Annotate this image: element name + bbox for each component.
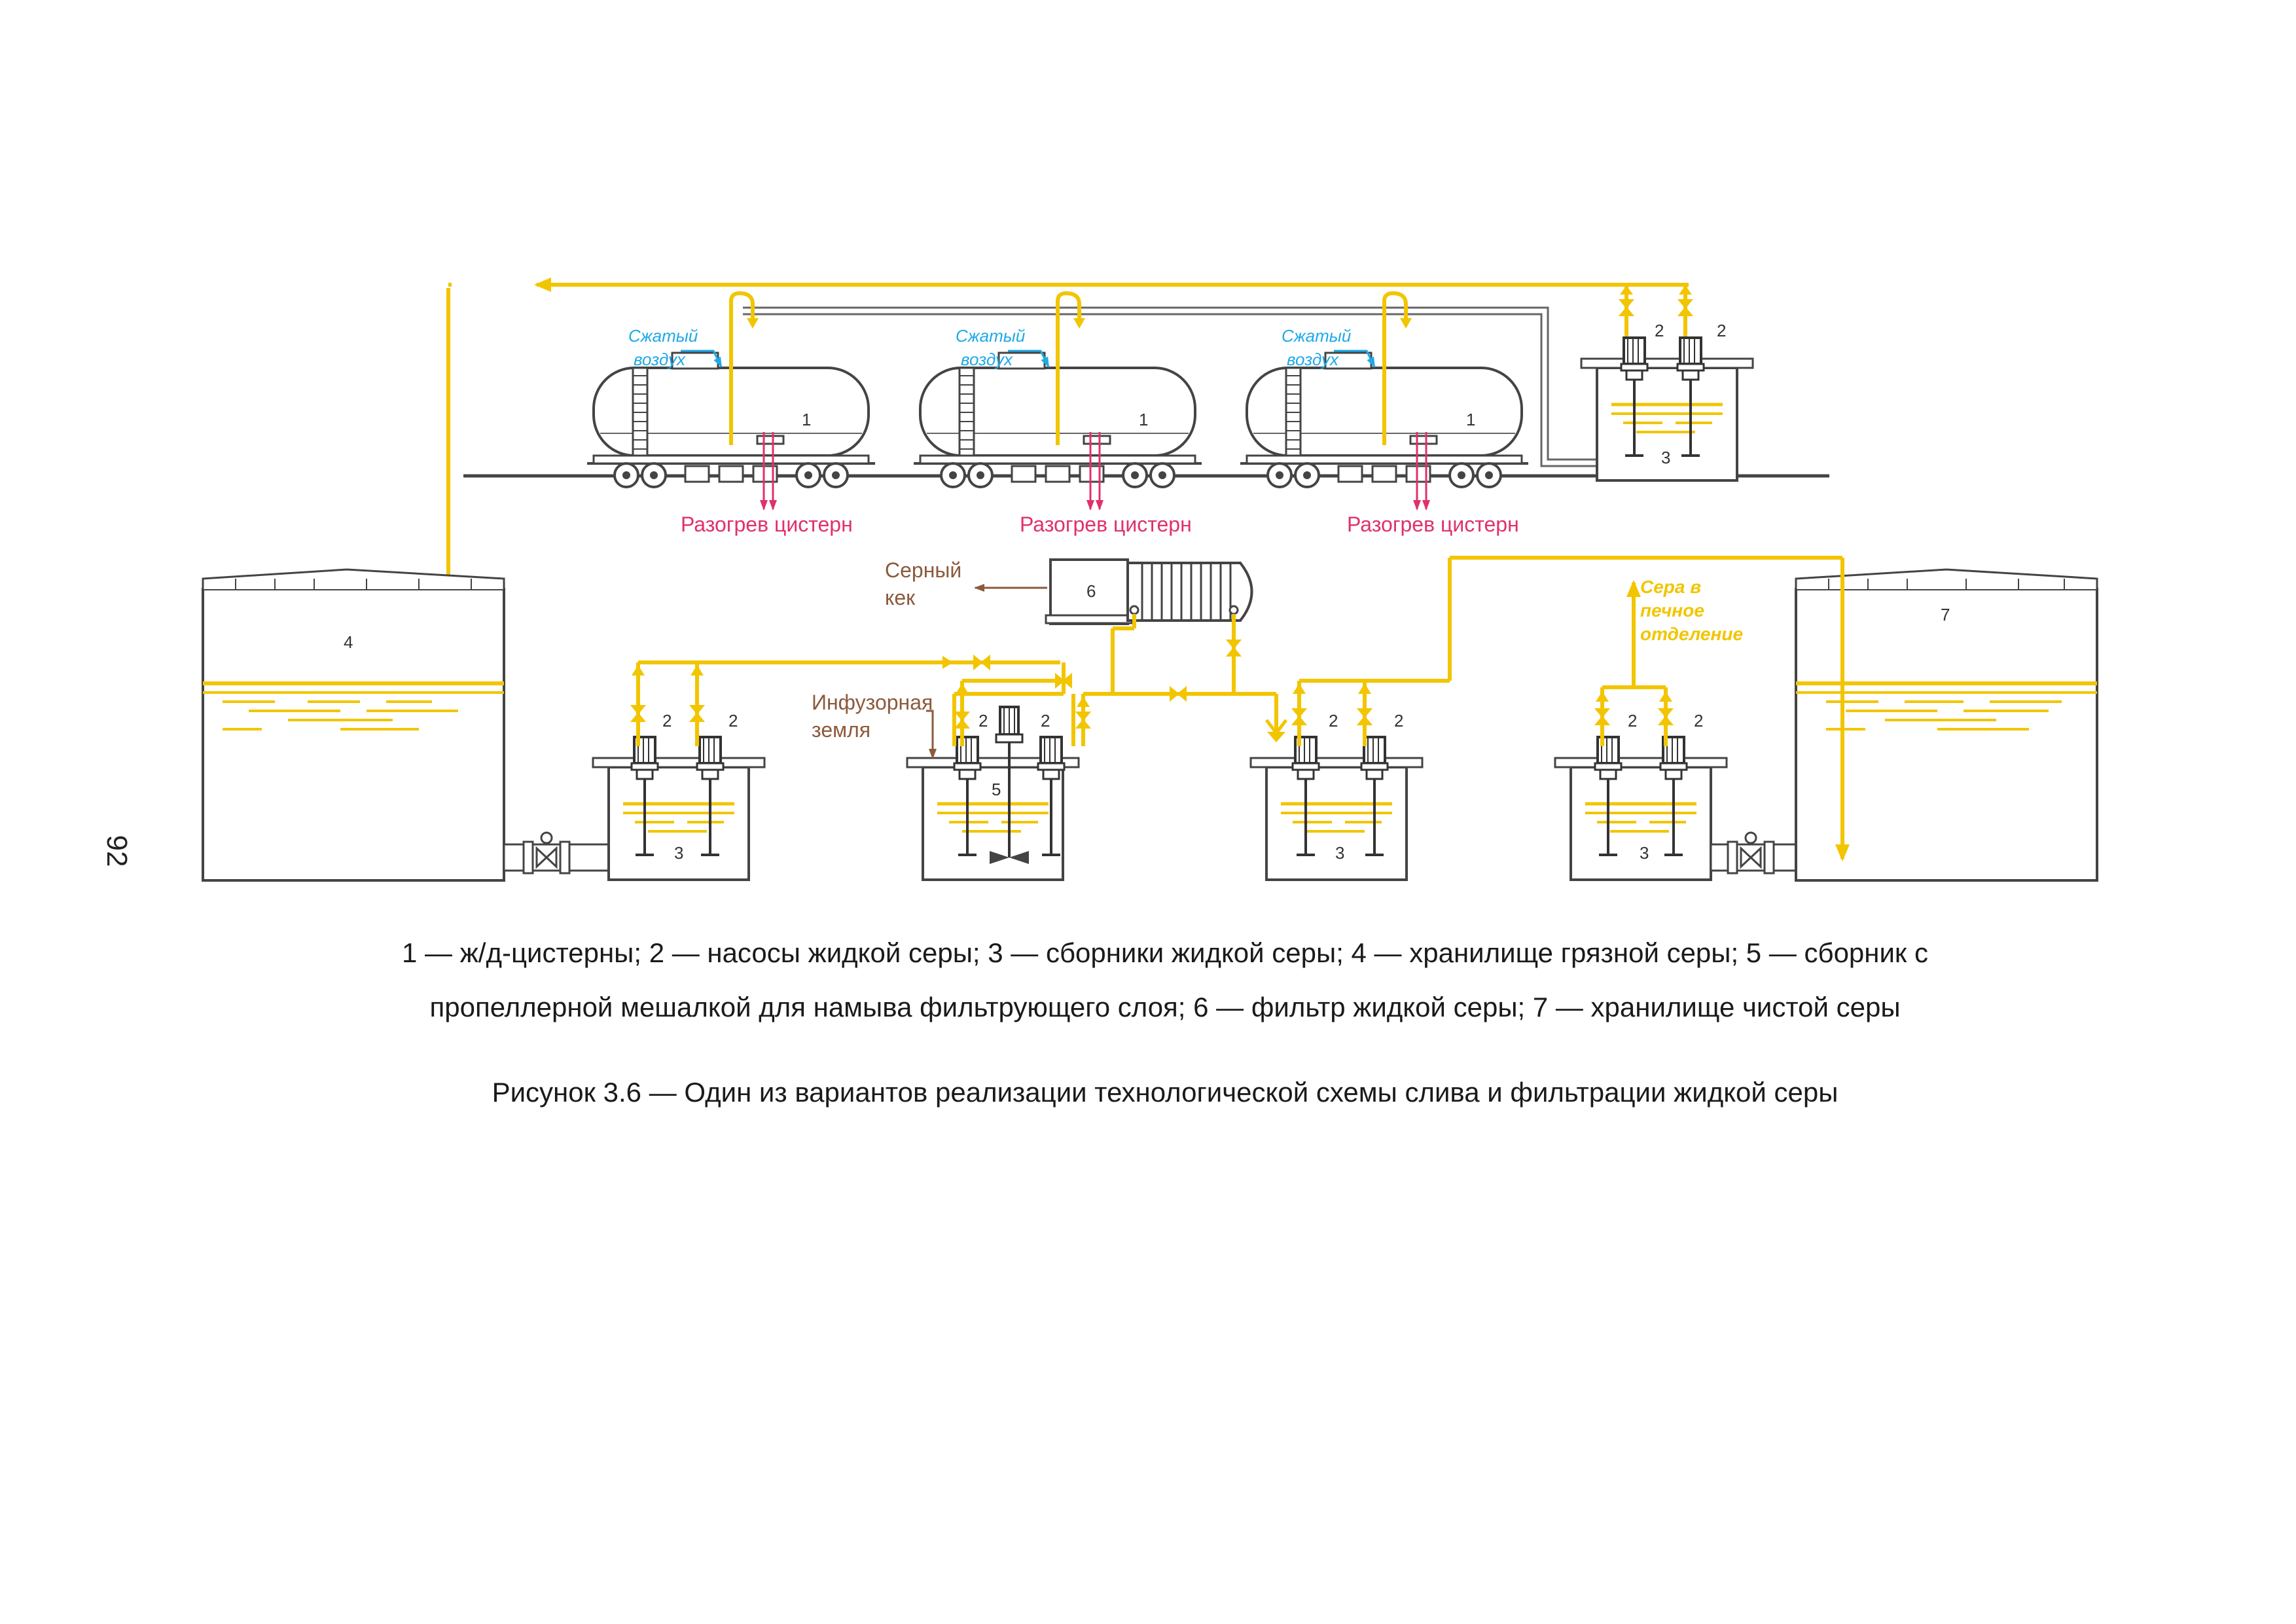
svg-text:Серный: Серный <box>885 558 961 582</box>
heating-label-1: Разогрев цистерн <box>681 432 853 536</box>
svg-text:3: 3 <box>674 843 683 863</box>
tank-car-3: 1 <box>1239 352 1530 488</box>
svg-text:воздух: воздух <box>1287 350 1339 369</box>
svg-text:1: 1 <box>1139 410 1148 429</box>
figure-caption: Рисунок 3.6 — Один из вариантов реализац… <box>492 1077 1839 1108</box>
heating-label-3: Разогрев цистерн <box>1347 432 1519 536</box>
svg-text:2: 2 <box>662 711 672 731</box>
y-strainer <box>1265 719 1287 736</box>
svg-text:2: 2 <box>1694 711 1703 731</box>
flow-arrowheads <box>632 656 1672 742</box>
tank-car-2: 1 <box>912 352 1203 488</box>
svg-text:3: 3 <box>1661 448 1670 467</box>
svg-text:Инфузорная: Инфузорная <box>812 691 933 714</box>
svg-text:Сера в: Сера в <box>1640 577 1701 597</box>
svg-text:Сжатый: Сжатый <box>1282 326 1351 346</box>
svg-text:земля: земля <box>812 718 870 742</box>
svg-text:3: 3 <box>1640 843 1649 863</box>
svg-text:воздух: воздух <box>961 350 1013 369</box>
heating-label-2: Разогрев цистерн <box>1020 432 1192 536</box>
svg-text:5: 5 <box>992 780 1001 799</box>
svg-text:2: 2 <box>1628 711 1637 731</box>
svg-text:4: 4 <box>344 632 353 652</box>
svg-text:Разогрев цистерн: Разогрев цистерн <box>1020 513 1192 536</box>
svg-text:7: 7 <box>1941 605 1950 624</box>
top-collector-risers <box>1620 285 1692 295</box>
svg-text:2: 2 <box>1041 711 1050 731</box>
siphon-pipes <box>729 291 1408 445</box>
svg-text:Сжатый: Сжатый <box>628 326 698 346</box>
svg-text:6: 6 <box>1086 581 1096 601</box>
svg-text:2: 2 <box>1717 321 1726 340</box>
sulfur-filter: 6 <box>1045 558 1253 625</box>
collector-c: 3 2 2 <box>1251 711 1422 880</box>
sulfur-cake-label: Серный кек <box>885 558 1047 609</box>
compressed-air-label-2: Сжатый воздух <box>956 326 1050 369</box>
legend-line-2: пропеллерной мешалкой для намыва фильтру… <box>429 992 1901 1022</box>
dirty-sulfur-storage: 4 <box>202 568 505 882</box>
svg-text:Разогрев цистерн: Разогрев цистерн <box>681 513 853 536</box>
compressed-air-label-1: Сжатый воздух <box>628 326 723 369</box>
tank-car-1: 1 <box>586 352 876 488</box>
outlet-pipe-4 <box>503 831 610 875</box>
clean-sulfur-storage: 7 <box>1795 568 2098 882</box>
svg-text:2: 2 <box>1655 321 1664 340</box>
mixer-collector: 5 2 2 <box>907 706 1079 880</box>
svg-text:печное: печное <box>1640 600 1704 621</box>
compressed-air-label-3: Сжатый воздух <box>1282 326 1376 369</box>
svg-text:отделение: отделение <box>1640 624 1743 644</box>
top-collector: 3 2 2 <box>1581 321 1753 480</box>
svg-text:Сжатый: Сжатый <box>956 326 1025 346</box>
svg-text:воздух: воздух <box>634 350 686 369</box>
svg-text:3: 3 <box>1335 843 1344 863</box>
svg-text:1: 1 <box>1466 410 1475 429</box>
to-furnace-label: Сера в печное отделение <box>1640 577 1743 644</box>
svg-text:1: 1 <box>802 410 811 429</box>
air-header-pipe <box>743 306 1597 467</box>
legend-line-1: 1 — ж/д-цистерны; 2 — насосы жидкой серы… <box>402 937 1928 968</box>
svg-text:2: 2 <box>978 711 988 731</box>
svg-text:кек: кек <box>885 586 916 609</box>
collector-d: 3 2 2 <box>1555 711 1727 880</box>
svg-text:2: 2 <box>1394 711 1403 731</box>
svg-text:2: 2 <box>728 711 738 731</box>
svg-text:2: 2 <box>1329 711 1338 731</box>
outlet-pipe-7 <box>1710 831 1797 875</box>
svg-text:Разогрев цистерн: Разогрев цистерн <box>1347 513 1519 536</box>
collector-a: 3 2 2 <box>593 711 764 880</box>
infusor-earth-label: Инфузорная земля <box>812 691 937 759</box>
